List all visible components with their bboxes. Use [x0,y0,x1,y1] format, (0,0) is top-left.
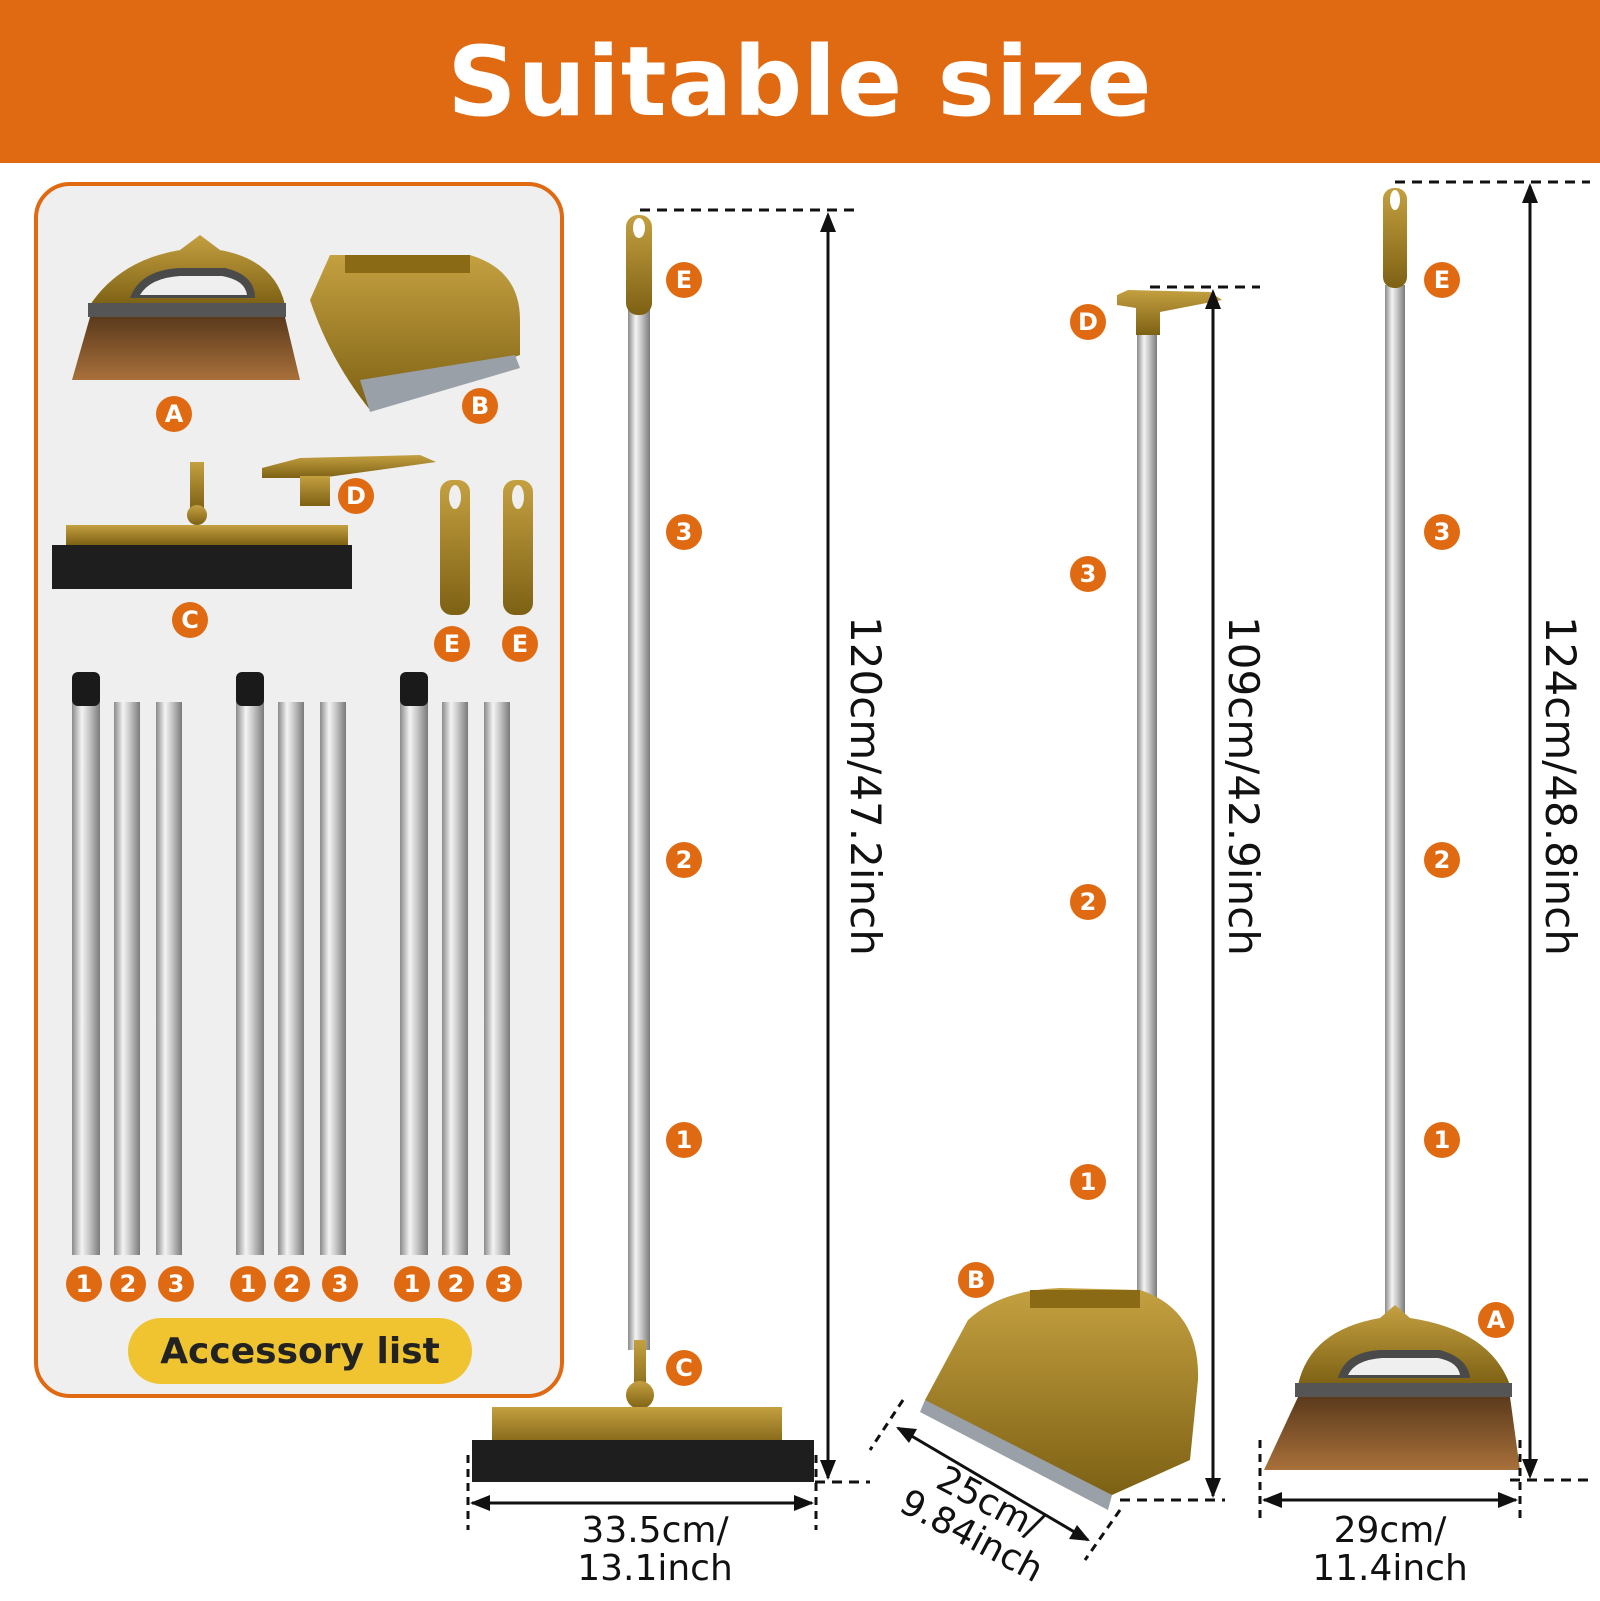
broom-dimension-lines [1258,180,1590,1520]
squeegee-width-cm: 33.5cm/ [581,1510,729,1551]
dustpan-dimension-lines [868,285,1260,1561]
pole-number: 2 [274,1266,310,1302]
pole-number: 1 [230,1266,266,1302]
dustpan-height-label: 109cm/42.9inch [1219,616,1268,956]
broom-product [1264,188,1520,1470]
broom-width-inch: 11.4inch [1312,1548,1468,1589]
squeegee-dimension-lines [466,208,870,1530]
pole-number: 3 [158,1266,194,1302]
marker-badge: A [1478,1302,1514,1338]
marker-badge: 1 [1424,1122,1460,1158]
part-label-c: C [172,602,208,638]
dustpan-product [920,290,1222,1510]
part-label-e: E [502,626,538,662]
squeegee-product [472,215,814,1482]
squeegee-height-label: 120cm/47.2inch [841,616,890,956]
handle-cap-part [262,455,436,506]
marker-badge: 1 [666,1122,702,1158]
accessory-list-label: Accessory list [128,1318,472,1384]
part-label-d: D [338,478,374,514]
marker-badge: E [666,262,702,298]
pole-number: 1 [394,1266,430,1302]
broom-height-label: 124cm/48.8inch [1536,616,1585,956]
marker-badge: C [666,1350,702,1386]
broom-width-cm: 29cm/ [1333,1510,1447,1551]
pole-number: 1 [66,1266,102,1302]
marker-badge: 1 [1070,1164,1106,1200]
squeegee-width-label: 33.5cm/ 13.1inch [555,1512,755,1588]
marker-badge: E [1424,262,1460,298]
header-banner: Suitable size [0,0,1600,163]
part-label-a: A [156,396,192,432]
dustpan-part [310,255,520,412]
broom-head-part [72,235,300,380]
marker-badge: 3 [1070,556,1106,592]
pole-number: 3 [322,1266,358,1302]
pole-number: 2 [438,1266,474,1302]
pole-number: 3 [486,1266,522,1302]
end-cap-parts [440,480,533,615]
squeegee-part [52,462,352,589]
pole-number: 2 [110,1266,146,1302]
marker-badge: 3 [1424,514,1460,550]
part-label-b: B [462,388,498,424]
squeegee-width-inch: 13.1inch [577,1548,733,1589]
marker-badge: 2 [1070,884,1106,920]
marker-badge: 2 [1424,842,1460,878]
marker-badge: 2 [666,842,702,878]
pole-set [72,672,510,1255]
marker-badge: 3 [666,514,702,550]
page-title: Suitable size [447,25,1153,138]
broom-width-label: 29cm/ 11.4inch [1290,1512,1490,1588]
marker-badge: D [1070,304,1106,340]
part-label-e: E [434,626,470,662]
marker-badge: B [958,1262,994,1298]
